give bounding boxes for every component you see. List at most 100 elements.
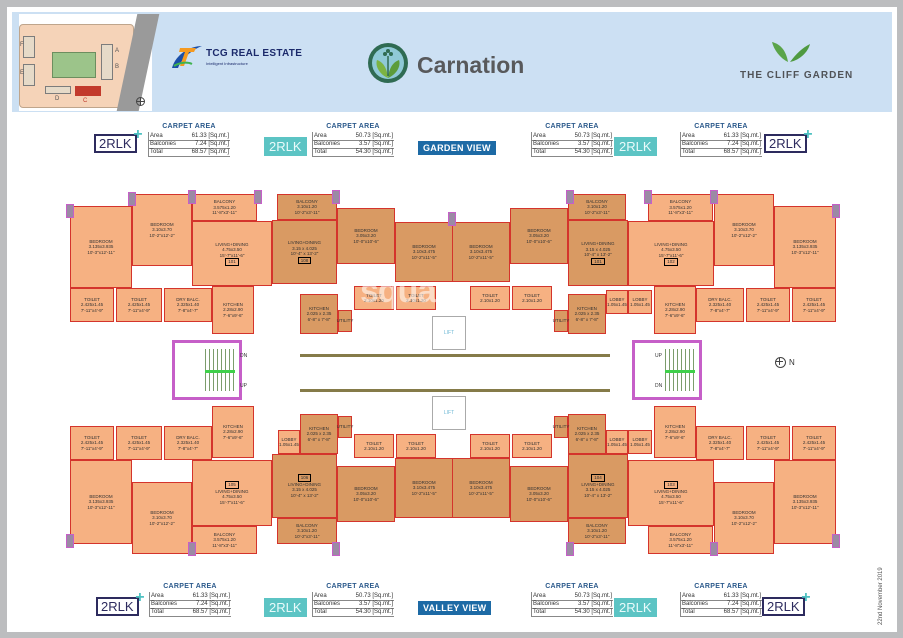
carnation-flower-icon (368, 43, 408, 83)
unit-type-label: 2RLK (619, 600, 652, 615)
watermark: square (360, 272, 466, 310)
unit-type-badge-2rlk-plus: 2RLK+ (764, 127, 813, 153)
row-label: Total (147, 148, 183, 157)
column (832, 204, 840, 218)
unit-type-badge-2rlk: 2RLK (614, 137, 657, 156)
unit-type-label: 2RLK (619, 139, 652, 154)
row-value: 3.57 [Sq.mt.] (565, 600, 613, 609)
row-label: Total (530, 148, 566, 157)
site-label-e: E (20, 70, 25, 76)
compass-icon (136, 97, 145, 106)
column (566, 190, 574, 204)
row-label: Area (311, 592, 347, 601)
site-label-d: D (55, 96, 60, 102)
site-plan-key: F E A B D C (19, 14, 160, 111)
unit-type-badge-2rlk: 2RLK (264, 598, 307, 617)
unit-type-label: 2RLK (99, 136, 132, 151)
column (832, 534, 840, 548)
north-compass-icon (775, 357, 786, 368)
column (644, 190, 652, 204)
lift-bottom: LIFT (432, 396, 466, 430)
row-value: 7.24 [Sq.mt.] (714, 140, 762, 149)
unit-type-badge-2rlk: 2RLK (264, 137, 307, 156)
unit-type-label: 2RLK (269, 600, 302, 615)
row-label: Balconies (148, 600, 184, 609)
cliff-garden-name: THE CLIFF GARDEN (740, 70, 854, 81)
row-label: Total (679, 148, 715, 157)
row-value: 7.24 [Sq.mt.] (714, 600, 762, 609)
north-label: N (789, 358, 795, 367)
row-value: 61.33 [Sq.mt.] (182, 132, 230, 141)
carpet-area-title: CARPET AREA (545, 123, 599, 130)
row-label: Area (530, 592, 566, 601)
lift-top: LIFT (432, 316, 466, 350)
staircase-left: DN UP (172, 340, 247, 400)
column (188, 542, 196, 556)
column (710, 190, 718, 204)
carpet-area-title: CARPET AREA (162, 123, 216, 130)
carpet-area-title: CARPET AREA (163, 583, 217, 590)
row-label: Total (148, 608, 184, 617)
tcg-tagline: Intelligent Infrastructure (206, 61, 248, 66)
unit-type-label: 2RLK (101, 599, 134, 614)
row-label: Area (147, 132, 183, 141)
stair-down-label: DN (655, 383, 663, 389)
column (254, 190, 262, 204)
row-label: Balconies (311, 600, 347, 609)
site-label-b: B (115, 64, 120, 70)
row-label: Balconies (679, 140, 715, 149)
row-label: Total (311, 608, 347, 617)
carpet-area-title: CARPET AREA (326, 583, 380, 590)
stair-up-label: UP (240, 383, 247, 389)
unit-type-label: 2RLK (767, 599, 800, 614)
site-label-f: F (20, 42, 24, 48)
plus-icon: + (803, 126, 813, 143)
site-block-f (23, 36, 35, 58)
column (332, 542, 340, 556)
row-label: Area (311, 132, 347, 141)
row-value: 61.33 [Sq.mt.] (183, 592, 231, 601)
site-label-a: A (115, 48, 120, 54)
row-label: Total (679, 608, 715, 617)
staircase-right: UP DN (632, 340, 702, 400)
row-label: Area (530, 132, 566, 141)
